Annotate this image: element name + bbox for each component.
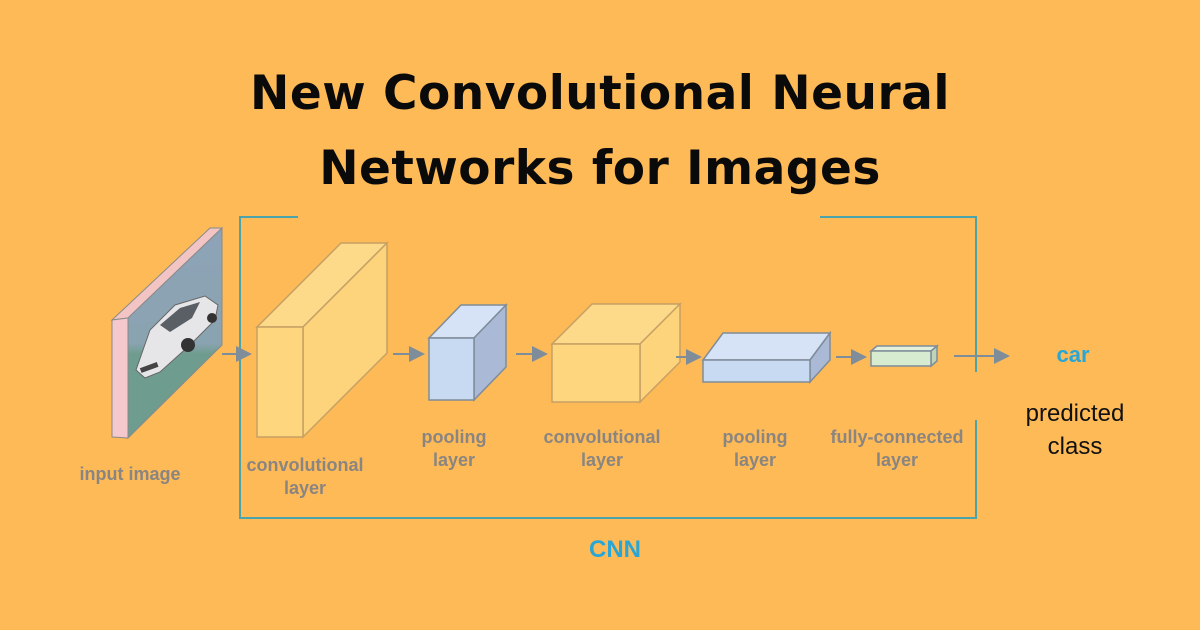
layer-label: layer: [581, 450, 623, 470]
fully-connected-layer-block: [868, 344, 940, 368]
layer-label: fully-connected: [830, 427, 963, 447]
cnn-label: CNN: [589, 536, 641, 563]
conv-layer-1-block: [255, 241, 389, 439]
layer-label: convolutional: [544, 427, 661, 447]
car-picture: [135, 295, 219, 379]
pooling-layer-2-block: [701, 330, 832, 384]
layer-label: layer: [433, 450, 475, 470]
input-image: [110, 226, 224, 440]
layer-label: layer: [876, 450, 918, 470]
output-caption: predicted: [1026, 400, 1125, 427]
layer-label: convolutional: [247, 455, 364, 475]
input-image-label: input image: [79, 464, 180, 484]
layer-label: layer: [734, 450, 776, 470]
title-line-1: New Convolutional Neural: [250, 66, 950, 121]
layer-label: pooling: [723, 427, 788, 447]
pooling-layer-1-block: [427, 303, 508, 402]
output-class: car: [1056, 342, 1089, 367]
cnn-bracket: [239, 216, 977, 519]
title-line-2: Networks for Images: [319, 141, 881, 196]
output-caption: class: [1048, 433, 1103, 460]
layer-label: pooling: [422, 427, 487, 447]
conv-layer-2-block: [550, 302, 682, 404]
layer-label: layer: [284, 478, 326, 498]
